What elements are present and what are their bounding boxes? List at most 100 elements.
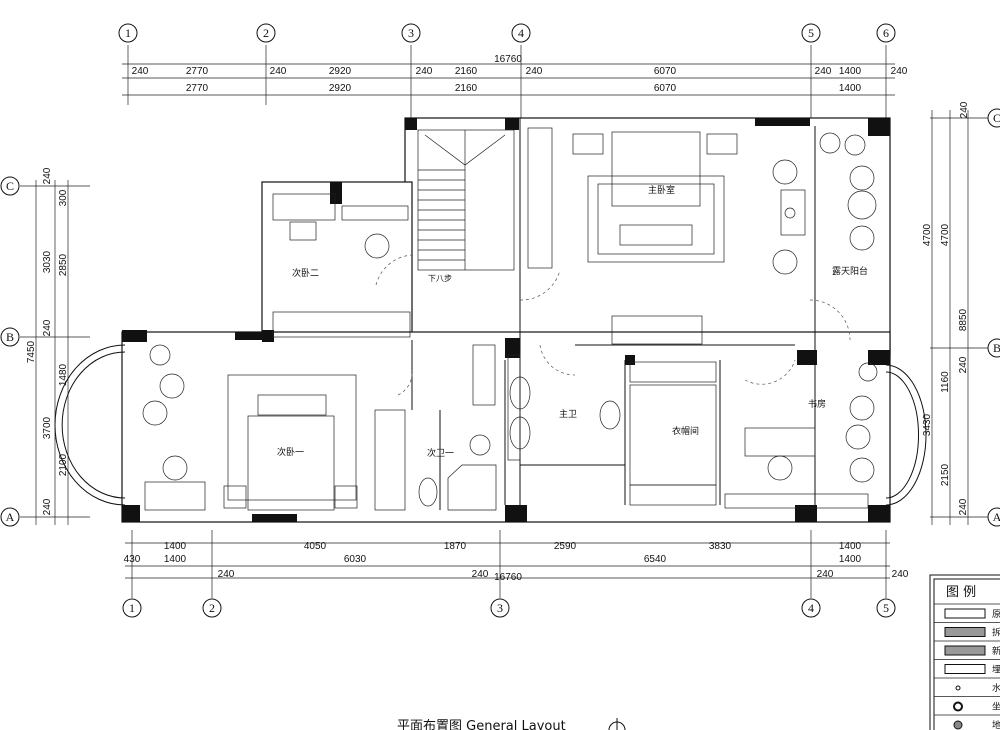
- legend-item-label: 埋: [992, 665, 1000, 676]
- dimension-label: 4700: [922, 223, 933, 246]
- dimension-label: 1400: [839, 554, 862, 565]
- dimension-label: 1400: [839, 66, 862, 77]
- dimension-label: 8850: [958, 308, 969, 331]
- furniture: [142, 131, 878, 511]
- dimension-label: 240: [959, 101, 970, 118]
- dimension-label: 240: [42, 498, 53, 515]
- room-label-study: 书房: [808, 398, 826, 410]
- dimension-label: 1870: [444, 541, 467, 552]
- room-label-second-bedroom-1: 次卧一: [277, 446, 304, 458]
- axis-bubble: [0, 327, 20, 347]
- room-label-second-bath-1: 次卫一: [427, 447, 454, 459]
- axis-label: 6: [883, 26, 889, 40]
- dimension-label: 3030: [42, 250, 53, 273]
- dimension-total-top: 16760: [494, 54, 522, 65]
- dimension-label: 2770: [186, 66, 209, 77]
- dimension-label: 2770: [186, 83, 209, 94]
- room-label-master-bath: 主卫: [559, 408, 577, 420]
- stairs-note: 下八步: [428, 274, 452, 283]
- dimension-label: 1480: [58, 363, 69, 386]
- room-label-second-bedroom-2: 次卧二: [292, 267, 319, 279]
- legend-item-label: 坐: [992, 702, 1000, 713]
- dimension-label: 240: [815, 66, 832, 77]
- axis-bubble: [511, 23, 531, 43]
- axis-label: 3: [408, 26, 414, 40]
- dimension-label: 4700: [940, 223, 951, 246]
- axis-bubble: [401, 23, 421, 43]
- axis-label: A: [993, 510, 1000, 524]
- legend-symbol: [944, 608, 986, 619]
- room-label-master-bedroom: 主卧室: [648, 184, 675, 196]
- dimension-label: 6540: [644, 554, 667, 565]
- axis-bubble: [256, 23, 276, 43]
- dimension-label: 2920: [329, 66, 352, 77]
- axis-bubble: [801, 23, 821, 43]
- dimension-label: 240: [218, 569, 235, 580]
- legend-item-label: 地: [992, 719, 1000, 730]
- legend-symbol: [944, 645, 986, 656]
- axis-bubble: [122, 598, 142, 618]
- dimension-label: 300: [58, 189, 69, 206]
- axis-label: A: [6, 510, 15, 524]
- dimension-label: 2590: [554, 541, 577, 552]
- dimension-label: 240: [958, 356, 969, 373]
- axis-bubble: [801, 598, 821, 618]
- dimension-label: 2920: [329, 83, 352, 94]
- dimension-label: 3700: [42, 416, 53, 439]
- axis-label: 5: [808, 26, 814, 40]
- axis-label: 4: [518, 26, 524, 40]
- north-arrow-icon: [608, 718, 626, 730]
- axis-label: 5: [883, 601, 889, 615]
- axis-bubble: [876, 598, 896, 618]
- legend-symbol: [944, 664, 986, 674]
- dimension-label: 6070: [654, 66, 677, 77]
- dimension-label: 240: [416, 66, 433, 77]
- room-label-walk-in-closet: 衣帽间: [672, 425, 699, 437]
- walls: [54, 117, 927, 523]
- room-label-open-terrace: 露天阳台: [832, 265, 868, 277]
- dimension-label: 6030: [344, 554, 367, 565]
- dimension-label: 6070: [654, 83, 677, 94]
- dimension-label: 3830: [709, 541, 732, 552]
- legend-symbol: [944, 627, 986, 637]
- dimension-label: 1400: [839, 541, 862, 552]
- legend-title: 图 例: [946, 585, 976, 600]
- legend-symbol: [955, 685, 961, 691]
- axis-label: B: [993, 341, 1000, 355]
- drawing-title: 平面布置图 General Layout: [397, 719, 566, 730]
- dimension-label: 1400: [164, 554, 187, 565]
- axis-label: 4: [808, 601, 814, 615]
- axis-label: 3: [497, 601, 503, 615]
- axis-bubble: [987, 507, 1000, 527]
- axis-label: 1: [129, 601, 135, 615]
- axis-label: B: [6, 330, 14, 344]
- dimension-label: 430: [124, 554, 141, 565]
- axis-label: 1: [125, 26, 131, 40]
- axis-bubble: [490, 598, 510, 618]
- dimension-label: 240: [526, 66, 543, 77]
- dimension-total-bottom: 16760: [494, 572, 522, 583]
- dimension-label: 240: [132, 66, 149, 77]
- axis-label: 2: [263, 26, 269, 40]
- legend-item-label: 拆: [992, 627, 1000, 639]
- axis-lines: [20, 45, 988, 598]
- axis-bubble: [0, 507, 20, 527]
- legend-item-label: 原: [992, 609, 1000, 620]
- dimension-label: 1160: [940, 371, 951, 393]
- dimension-label: 240: [472, 569, 489, 580]
- dimension-label: 1400: [164, 541, 187, 552]
- dimension-label: 2850: [58, 253, 69, 276]
- dimension-label: 3430: [922, 413, 933, 436]
- legend-symbol: [953, 701, 963, 712]
- axis-label: 2: [209, 601, 215, 615]
- legend-symbol: [953, 720, 963, 730]
- dimension-label: 1400: [839, 83, 862, 94]
- dimension-label: 2150: [940, 463, 951, 486]
- dimension-label: 2160: [455, 83, 478, 94]
- dimension-labels: 16760 240 2770 240 2920 240 2160 240 6070 240 1400…: [26, 54, 970, 583]
- dimension-label: 240: [958, 498, 969, 515]
- dimension-label: 4050: [304, 541, 327, 552]
